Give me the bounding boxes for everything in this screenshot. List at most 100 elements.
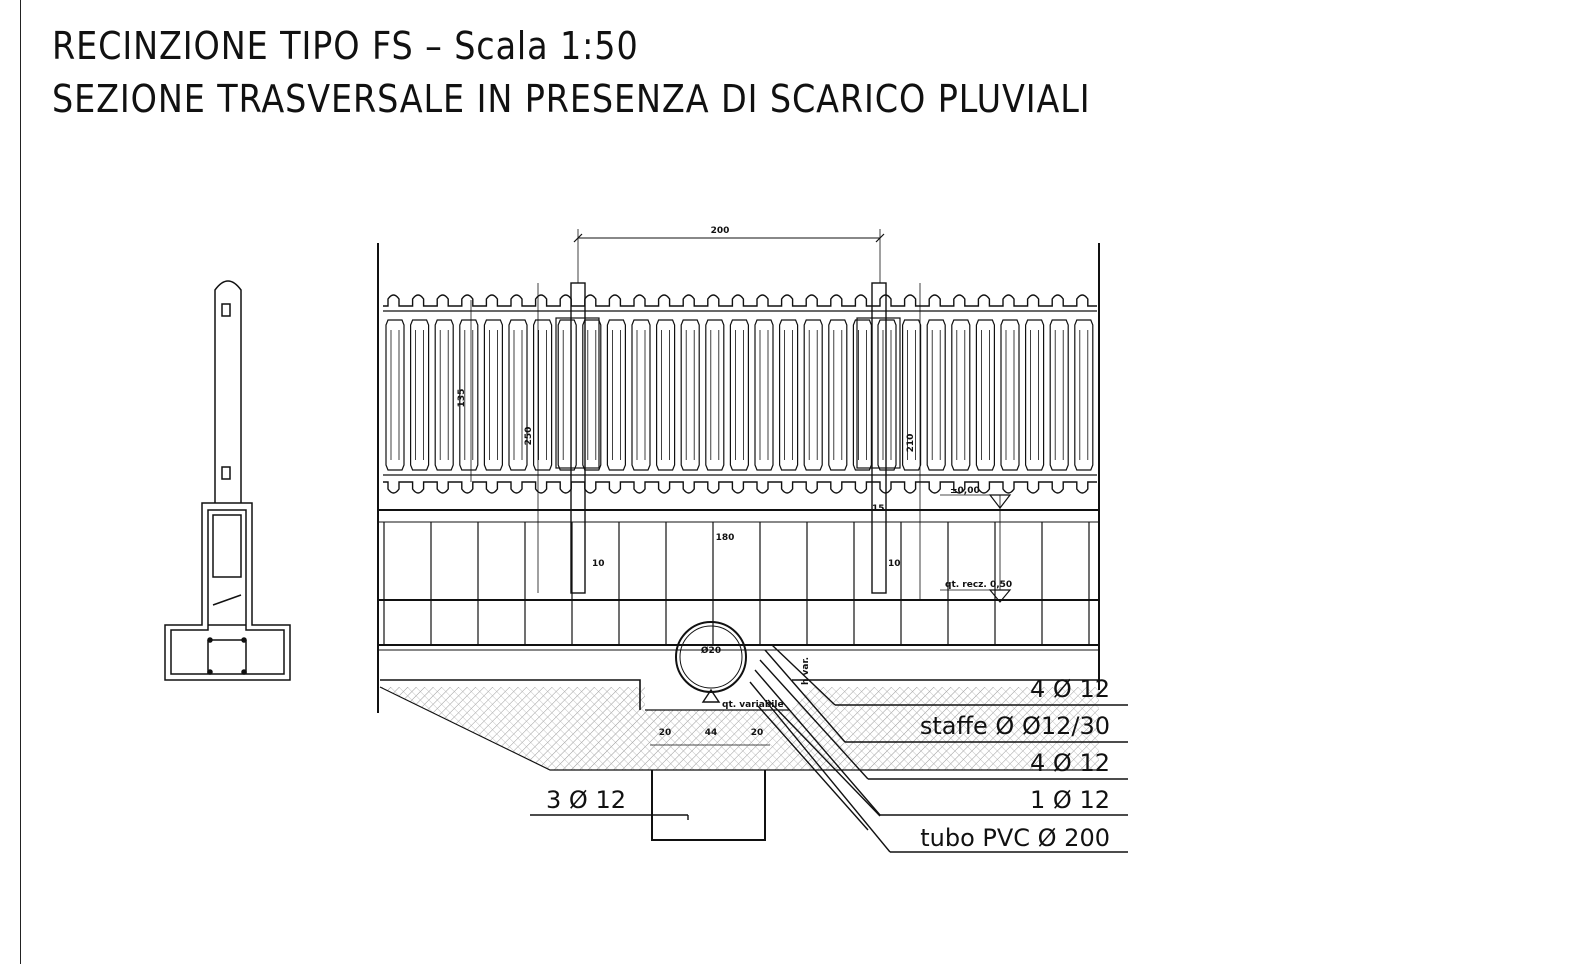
fence-paling-detail bbox=[390, 330, 400, 460]
label-rebar-mid: 4 Ø 12 bbox=[1030, 749, 1110, 777]
fence-paling-detail bbox=[538, 330, 547, 460]
fence-palings bbox=[385, 319, 1094, 471]
fence-paling bbox=[606, 319, 626, 471]
beam-stirrups bbox=[383, 522, 1090, 645]
fence-paling-detail bbox=[1054, 330, 1064, 460]
pvc-pipe-inner bbox=[679, 625, 743, 689]
callout-labels: 4 Ø 12 staffe Ø Ø12/30 4 Ø 12 1 Ø 12 tub… bbox=[546, 675, 1110, 852]
fence-paling-detail bbox=[636, 330, 646, 460]
label-rebar-top: 4 Ø 12 bbox=[1030, 675, 1110, 703]
fence-paling bbox=[1074, 319, 1094, 471]
pipe-support-label: qt. variabile bbox=[722, 700, 784, 710]
level-top: ±0,00 bbox=[950, 486, 980, 496]
fence-paling-detail bbox=[808, 330, 818, 460]
fence-paling bbox=[410, 319, 430, 471]
fence-paling-detail bbox=[587, 330, 597, 460]
fence-paling bbox=[631, 319, 651, 471]
fence-paling-detail bbox=[464, 330, 474, 460]
dim-panel-height: 135 bbox=[457, 389, 467, 408]
fence-paling bbox=[459, 319, 479, 471]
fence-paling-detail bbox=[439, 330, 449, 460]
leader-lines bbox=[530, 644, 1128, 853]
fence-paling-detail bbox=[1079, 330, 1089, 460]
dim-small-top: 15 bbox=[872, 504, 885, 514]
fence-paling bbox=[508, 319, 528, 471]
front-elevation bbox=[377, 229, 1128, 853]
dim-embed-right: 10 bbox=[888, 559, 901, 569]
label-rebar-single: 1 Ø 12 bbox=[1030, 786, 1110, 814]
pipe-support bbox=[701, 688, 721, 703]
fence-paling-detail bbox=[735, 330, 744, 460]
dim-trench-right: 20 bbox=[751, 728, 764, 738]
dim-post-height-right: 210 bbox=[906, 434, 916, 453]
fence-paling bbox=[803, 319, 823, 471]
level-bottom: qt. recz. 0,50 bbox=[945, 580, 1012, 590]
fence-paling-detail bbox=[931, 330, 941, 460]
label-pipe: tubo PVC Ø 200 bbox=[920, 824, 1110, 852]
fence-paling bbox=[926, 319, 946, 471]
fence-paling bbox=[975, 319, 995, 471]
fence-paling bbox=[902, 319, 922, 471]
label-rebar-bottom: 3 Ø 12 bbox=[546, 786, 626, 814]
fence-paling bbox=[828, 319, 848, 471]
fence-paling-detail bbox=[784, 330, 793, 460]
fence-paling bbox=[779, 319, 799, 471]
fence-paling bbox=[877, 319, 897, 471]
fence-paling bbox=[1025, 319, 1045, 471]
fence-paling bbox=[557, 319, 577, 471]
side-foundation-inner bbox=[170, 509, 285, 675]
fence-paling bbox=[434, 319, 454, 471]
fence-paling bbox=[656, 319, 676, 471]
fence-paling-detail bbox=[956, 330, 966, 460]
fence-paling-detail bbox=[1005, 330, 1015, 460]
fence-paling-detail bbox=[489, 330, 498, 460]
fence-paling-detail bbox=[981, 330, 990, 460]
fence-paling-detail bbox=[759, 330, 769, 460]
fence-paling-detail bbox=[907, 330, 916, 460]
fence-paling-detail bbox=[710, 330, 720, 460]
fence-paling bbox=[680, 319, 700, 471]
fence-paling-detail bbox=[882, 330, 892, 460]
side-foundation-outer bbox=[164, 502, 291, 681]
pvc-pipe-outer bbox=[675, 621, 747, 693]
dim-trench-left: 20 bbox=[659, 728, 672, 738]
fence-paling-detail bbox=[612, 330, 621, 460]
dim-post-spacing: 200 bbox=[711, 226, 730, 236]
dim-post-height-left: 250 bbox=[524, 427, 534, 446]
fence-paling bbox=[483, 319, 503, 471]
fence-paling-detail bbox=[858, 330, 867, 460]
drawing-title: RECINZIONE TIPO FS – Scala 1:50 bbox=[52, 24, 639, 68]
fence-paling bbox=[754, 319, 774, 471]
dimension-texts: 200 135 250 210 180 10 10 15 ±0,00 qt. r… bbox=[457, 226, 1012, 738]
dim-trench-mid: 44 bbox=[705, 728, 718, 738]
fence-paling bbox=[1000, 319, 1020, 471]
side-post-slot-top bbox=[221, 303, 231, 317]
fence-paling-detail bbox=[562, 330, 572, 460]
post-clamp-right bbox=[856, 317, 901, 469]
fence-top-rail bbox=[383, 294, 1097, 307]
fence-paling bbox=[705, 319, 725, 471]
side-section bbox=[164, 280, 291, 681]
fence-bottom-rail bbox=[383, 481, 1097, 494]
pipe-height-var: h var. bbox=[801, 657, 811, 685]
drawing-subtitle: SEZIONE TRASVERSALE IN PRESENZA DI SCARI… bbox=[52, 77, 1091, 121]
trench-outline bbox=[651, 770, 766, 841]
fence-post-right bbox=[871, 282, 887, 594]
side-post-socket bbox=[212, 514, 242, 578]
fence-paling bbox=[951, 319, 971, 471]
fence-paling-detail bbox=[661, 330, 670, 460]
post-clamp-left bbox=[555, 317, 600, 469]
pipe-center-label: Ø20 bbox=[701, 645, 721, 656]
frame-left-border bbox=[20, 0, 21, 964]
dim-embed-left: 10 bbox=[592, 559, 605, 569]
fence-paling-detail bbox=[513, 330, 523, 460]
fence-paling-detail bbox=[685, 330, 695, 460]
fence-paling bbox=[729, 319, 749, 471]
fence-paling-detail bbox=[833, 330, 843, 460]
fence-paling-detail bbox=[415, 330, 424, 460]
fence-paling bbox=[852, 319, 872, 471]
side-post-slot-bottom bbox=[221, 466, 231, 480]
fence-paling bbox=[385, 319, 405, 471]
dim-base-width: 180 bbox=[716, 533, 735, 543]
